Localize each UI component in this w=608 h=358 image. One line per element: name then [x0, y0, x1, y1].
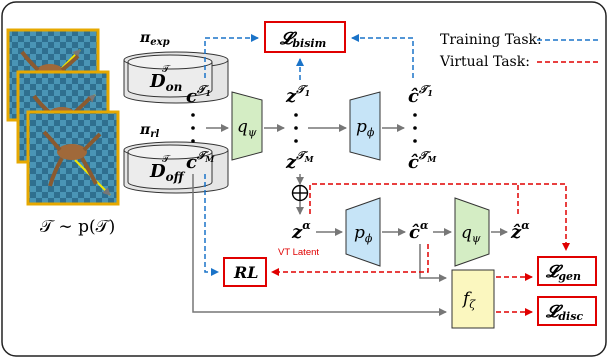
zhat-alpha-label: ẑα	[510, 219, 530, 243]
bisim-edge-chat1	[351, 34, 414, 78]
mixing-operator	[291, 184, 309, 202]
task-distribution-label: 𝒯 ∼ p(𝒯)	[40, 217, 115, 237]
rl-box	[223, 257, 267, 287]
gen-loss-box	[537, 256, 597, 286]
training-edge-cM-to-rl	[204, 174, 219, 276]
task-image-front	[26, 110, 120, 206]
discriminator-label: fζ	[461, 289, 476, 311]
discriminator-box	[451, 269, 495, 329]
rl-policy-label: πrl	[139, 122, 160, 140]
exploration-policy-label: πexp	[139, 30, 170, 48]
online-dataset-label: Don	[149, 71, 182, 94]
offline-dataset-sup: 𝒯	[162, 154, 171, 165]
virtual-edge-chatalpha-to-rl	[271, 244, 429, 276]
legend-virtual-label: Virtual Task:	[439, 54, 530, 70]
encoder-top	[231, 91, 263, 161]
bisim-loss-label: 𝓛bisim	[279, 29, 326, 50]
edge-cM-to-disc	[192, 174, 447, 316]
decoder-bottom-label: pϕ	[354, 223, 373, 245]
online-dataset-sup: 𝒯	[162, 64, 171, 75]
vt-latent-label: VT Latent	[278, 247, 319, 258]
edge-chatalpha-to-disc	[419, 244, 447, 282]
ellipsis-dots	[191, 113, 417, 143]
legend: Training Task: Virtual Task:	[439, 32, 600, 70]
rl-label: RL	[233, 263, 259, 282]
offline-dataset-label: Doff	[149, 161, 186, 184]
online-dataset: πexp Don 𝒯	[123, 30, 229, 104]
disc-loss-box	[537, 296, 597, 326]
decoder-bottom	[345, 197, 381, 267]
bisim-edge-c1	[204, 34, 259, 78]
encoder-bottom-label: qψ	[461, 223, 481, 245]
legend-training-label: Training Task:	[440, 32, 542, 48]
encoder-bottom	[454, 197, 490, 267]
decoder-top-label: pϕ	[356, 117, 375, 139]
task-image-stack	[6, 28, 120, 206]
bisim-loss-box	[264, 21, 346, 53]
chat-alpha-label: ĉα	[409, 219, 429, 243]
encoder-top-label: qψ	[237, 117, 257, 139]
z-alpha-label: zα	[291, 219, 311, 243]
decoder-top	[349, 91, 381, 161]
offline-dataset: πrl Doff 𝒯	[123, 122, 229, 194]
